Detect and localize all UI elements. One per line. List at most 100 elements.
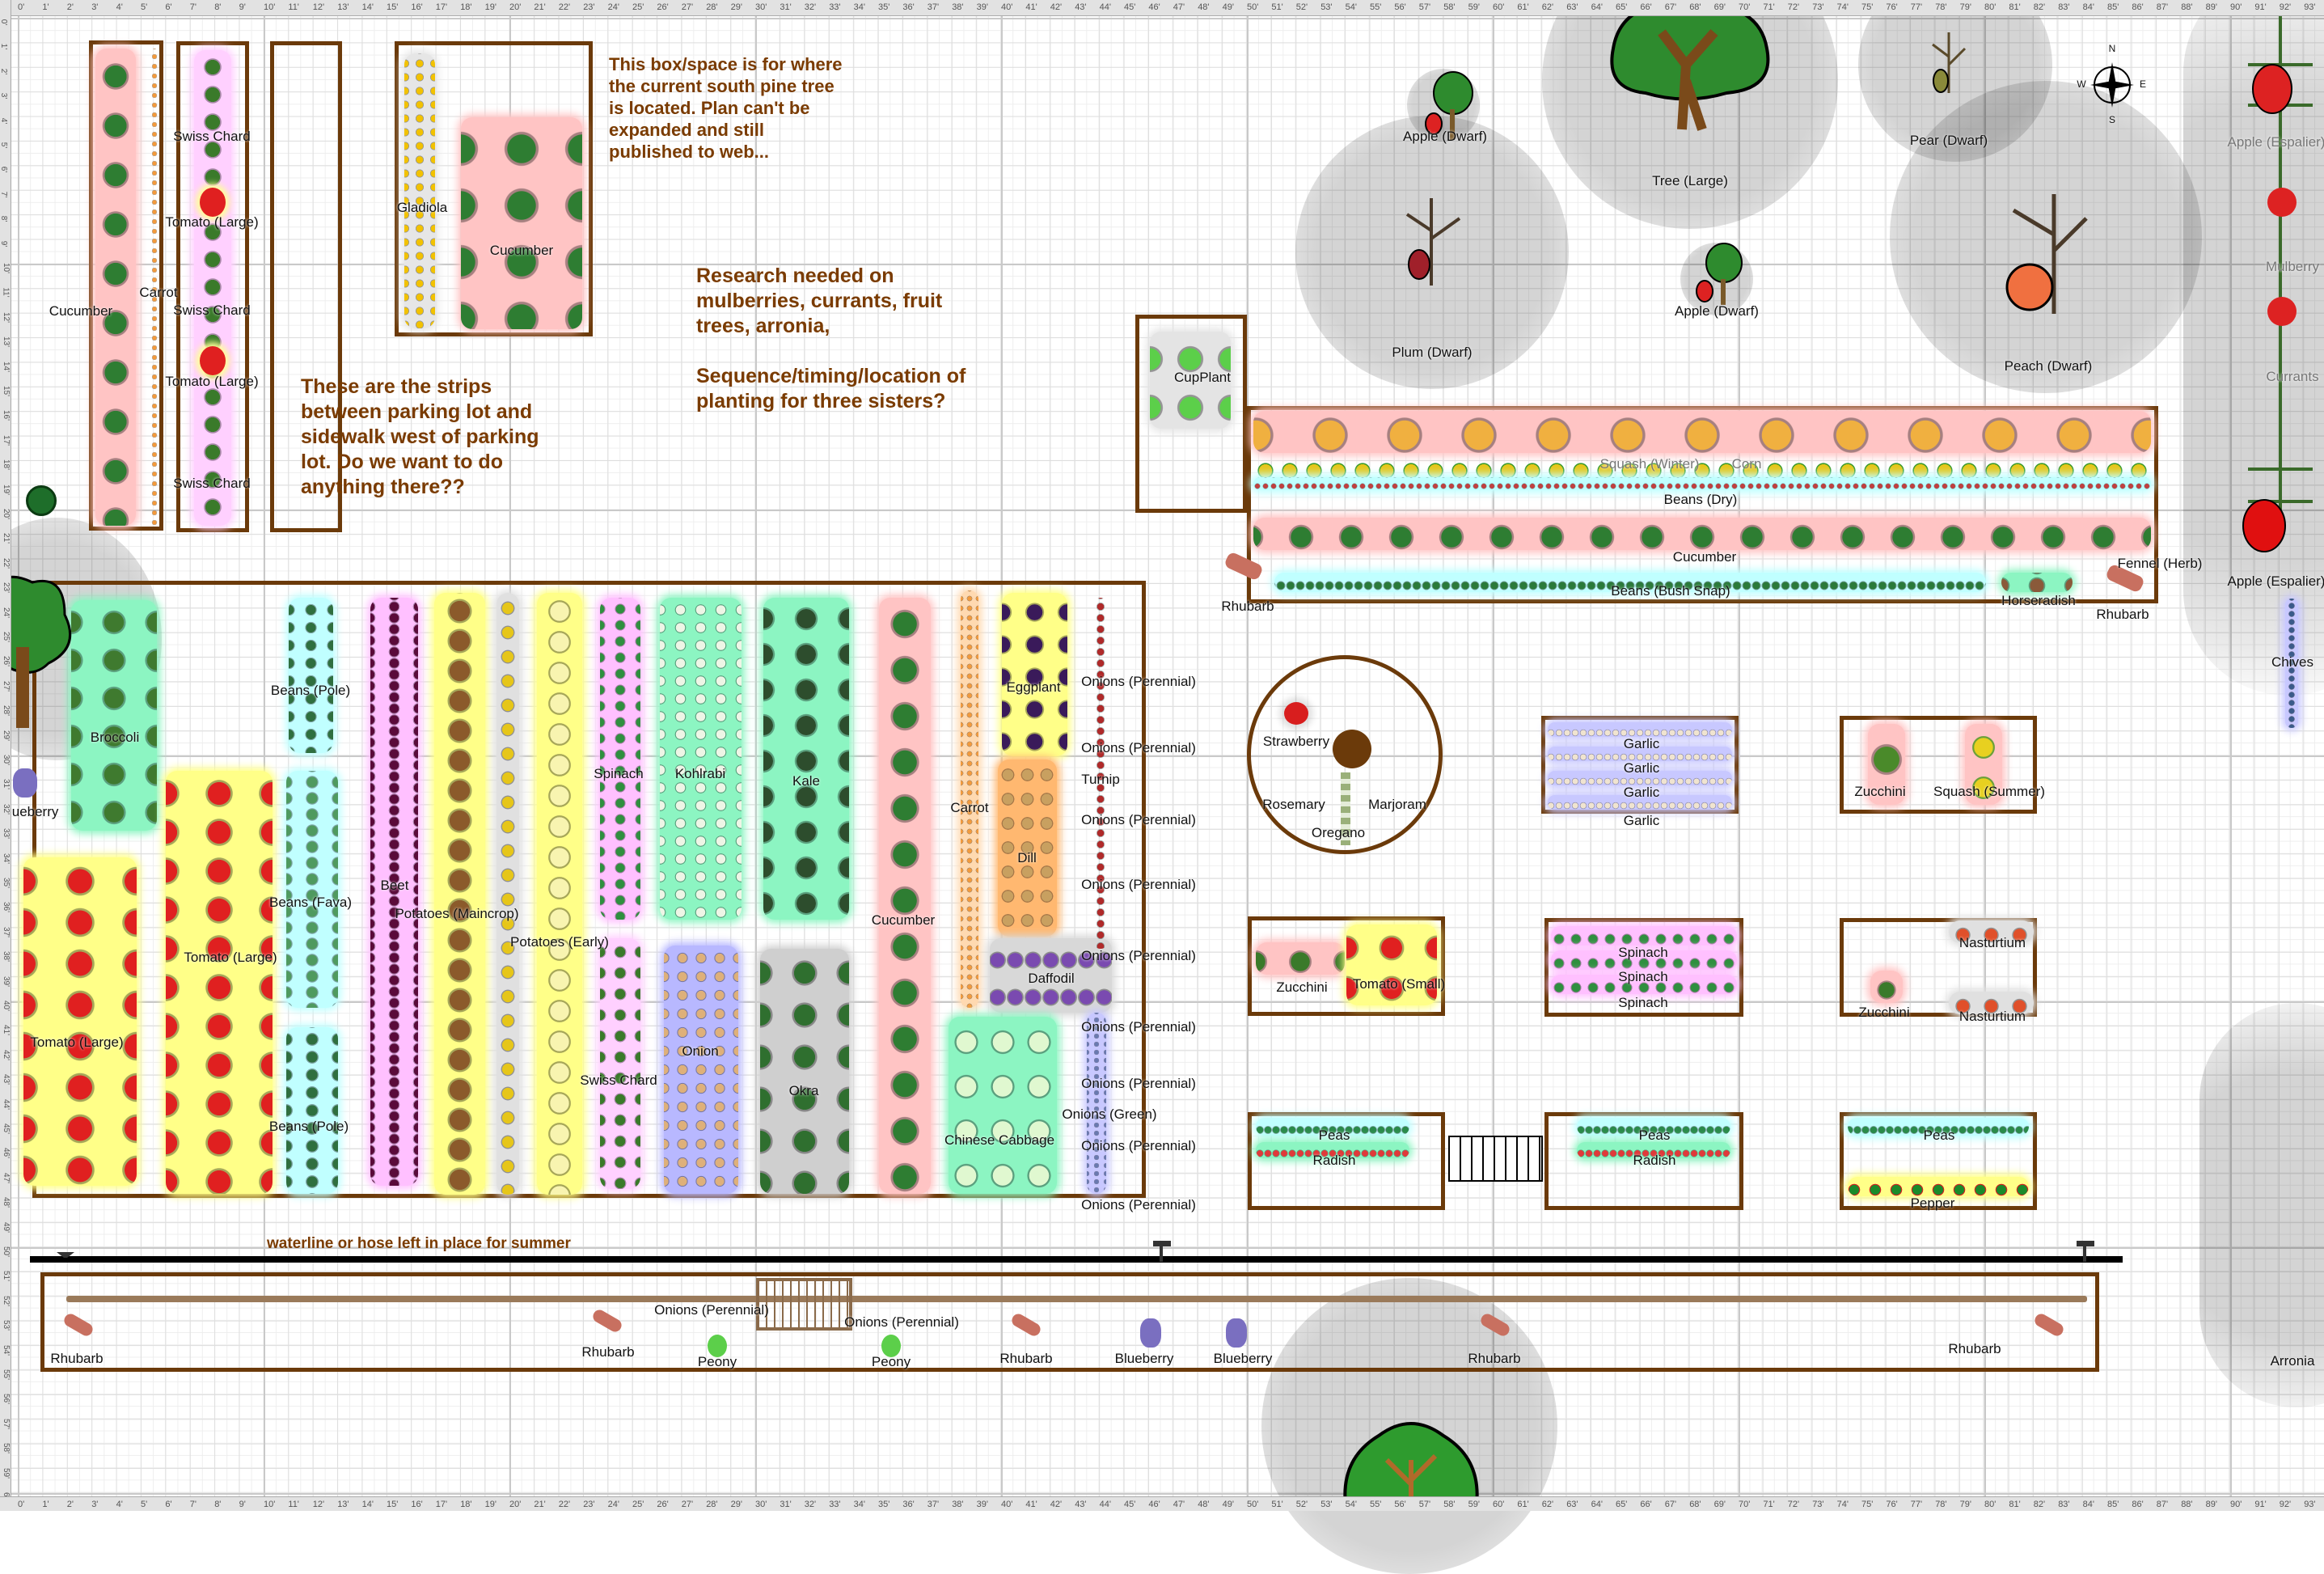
spinach-row[interactable] bbox=[1551, 926, 1737, 946]
nasturtium-row[interactable] bbox=[1949, 920, 2034, 943]
chives-row[interactable] bbox=[2285, 599, 2298, 728]
ruler-tick-label: 70' bbox=[1739, 1500, 1751, 1509]
cupplant-row[interactable] bbox=[1150, 332, 1231, 429]
beans-fava-row[interactable] bbox=[286, 771, 338, 1008]
daffodil-row[interactable] bbox=[990, 938, 1112, 1013]
spinach-row[interactable] bbox=[1551, 975, 1737, 994]
waterline[interactable] bbox=[30, 1256, 2123, 1263]
nasturtium-bed[interactable] bbox=[1840, 918, 2037, 1017]
nasturtium-row[interactable] bbox=[1949, 992, 2034, 1014]
spinach-row[interactable] bbox=[1551, 950, 1737, 970]
note-line: published to web... bbox=[609, 142, 769, 162]
radish-row[interactable] bbox=[1256, 1142, 1409, 1158]
carrot-row[interactable] bbox=[150, 49, 158, 526]
turnip-row[interactable] bbox=[1092, 598, 1109, 949]
ruler-tick-label: 54' bbox=[2, 1344, 11, 1356]
peas-radish-bed[interactable] bbox=[1544, 1112, 1743, 1210]
potatoes-early-row[interactable] bbox=[537, 593, 582, 1195]
bed-swiss-chard-tomato[interactable] bbox=[176, 41, 249, 532]
eggplant-row[interactable] bbox=[1002, 593, 1067, 756]
ruler-tick-label: 44' bbox=[1099, 1500, 1111, 1509]
squash-winter-row[interactable] bbox=[1253, 411, 2151, 453]
plant-label: Rhubarb bbox=[1948, 1341, 2001, 1356]
broccoli-row[interactable] bbox=[71, 600, 157, 831]
plant-label: Onions (Perennial) bbox=[1081, 1138, 1196, 1153]
spinach-row[interactable] bbox=[600, 598, 640, 920]
tree-label: Pear (Dwarf) bbox=[1909, 133, 1988, 148]
zucchini-row[interactable] bbox=[1256, 942, 1345, 975]
corn-row[interactable] bbox=[496, 593, 519, 1195]
onion-row[interactable] bbox=[664, 946, 738, 1194]
garlic-row[interactable] bbox=[1548, 722, 1732, 737]
ruler-tick-label: 18' bbox=[460, 1500, 472, 1509]
cucumber-patch[interactable] bbox=[461, 117, 582, 329]
bed-empty-strip[interactable] bbox=[270, 41, 342, 532]
peas-row[interactable] bbox=[1256, 1118, 1409, 1136]
horseradish-row[interactable] bbox=[2001, 573, 2073, 592]
tomato-small-row[interactable] bbox=[1346, 925, 1437, 1005]
radish-row[interactable] bbox=[1577, 1142, 1730, 1158]
beans-pole-row[interactable] bbox=[289, 598, 333, 753]
ruler-tick-label: 28' bbox=[706, 1500, 718, 1509]
ruler-tick-label: 47' bbox=[2, 1172, 11, 1183]
tree-label: Apple (Dwarf) bbox=[1403, 129, 1487, 144]
zucchini-row[interactable] bbox=[1868, 724, 1905, 805]
okra-row[interactable] bbox=[760, 949, 849, 1194]
gladiola-row[interactable] bbox=[404, 53, 435, 328]
trellis-icon[interactable] bbox=[756, 1278, 852, 1331]
kohlrabi-row[interactable] bbox=[660, 598, 742, 920]
spigot-icon[interactable] bbox=[1153, 1241, 1171, 1262]
peas-row[interactable] bbox=[1577, 1118, 1730, 1136]
tomato-row[interactable] bbox=[166, 771, 273, 1194]
dill-row[interactable] bbox=[998, 759, 1057, 937]
cucumber-row[interactable] bbox=[1253, 518, 2151, 550]
garlic-row[interactable] bbox=[1548, 771, 1732, 785]
garlic-row[interactable] bbox=[1548, 747, 1732, 761]
plant-label: Onions (Perennial) bbox=[1081, 1076, 1196, 1091]
squash-summer-row[interactable] bbox=[1965, 724, 2002, 805]
ruler-tick-label: 87' bbox=[2156, 2, 2169, 12]
zucchini-tomato-bed[interactable] bbox=[1248, 916, 1445, 1016]
bottom-strip-bed[interactable] bbox=[40, 1272, 2099, 1372]
tomato-row[interactable] bbox=[23, 857, 137, 1186]
bed-cucumber-carrot[interactable] bbox=[89, 40, 163, 531]
kale-row[interactable] bbox=[763, 598, 849, 920]
ruler-tick-label: 8' bbox=[214, 2, 222, 12]
potatoes-maincrop-row[interactable] bbox=[434, 593, 485, 1195]
zucchini-row[interactable] bbox=[1870, 971, 1903, 1003]
beans-pole-row[interactable] bbox=[286, 1027, 338, 1194]
herb-circle-bed[interactable] bbox=[1247, 655, 1443, 854]
swiss-chard-row[interactable] bbox=[600, 938, 640, 1189]
spigot-icon[interactable] bbox=[2077, 1241, 2094, 1262]
onions-green-row[interactable] bbox=[1087, 1013, 1106, 1194]
three-sisters-bed[interactable] bbox=[1247, 406, 2158, 603]
cucumber-row[interactable] bbox=[95, 49, 136, 526]
peas-radish-bed[interactable] bbox=[1248, 1112, 1445, 1210]
pepper-row[interactable] bbox=[1848, 1177, 2029, 1196]
ruler-tick-label: 11' bbox=[288, 1500, 299, 1509]
plant-label: Onions (Perennial) bbox=[654, 1302, 769, 1318]
ruler-tick-label: 37' bbox=[2, 926, 11, 937]
zucchini-squash-bed[interactable] bbox=[1840, 716, 2037, 814]
beans-dry-row[interactable] bbox=[1253, 477, 2151, 490]
peas-pepper-bed[interactable] bbox=[1840, 1112, 2037, 1210]
spinach-bed[interactable] bbox=[1544, 918, 1743, 1017]
spigot-icon[interactable] bbox=[57, 1252, 74, 1273]
carrot-row[interactable] bbox=[961, 590, 978, 1008]
bed-gladiola-cucumber[interactable] bbox=[395, 41, 593, 336]
cupplant-bed[interactable] bbox=[1135, 315, 1247, 513]
peas-row[interactable] bbox=[1848, 1118, 2029, 1136]
chinese-cabbage-row[interactable] bbox=[949, 1017, 1057, 1194]
beet-row[interactable] bbox=[370, 598, 418, 1186]
garlic-row[interactable] bbox=[1548, 795, 1732, 810]
ruler-tick-label: 41' bbox=[1025, 2, 1037, 12]
cucumber-row[interactable] bbox=[879, 598, 931, 1194]
bridge-icon[interactable] bbox=[1448, 1136, 1543, 1182]
swiss-chard-row[interactable] bbox=[194, 50, 231, 526]
garlic-bed[interactable] bbox=[1541, 716, 1739, 814]
ruler-tick-label: 27' bbox=[681, 1500, 694, 1509]
ruler-tick-label: 34' bbox=[853, 2, 865, 12]
beans-bush-snap-row[interactable] bbox=[1274, 573, 1986, 592]
ruler-tick-label: 58' bbox=[2, 1443, 11, 1454]
